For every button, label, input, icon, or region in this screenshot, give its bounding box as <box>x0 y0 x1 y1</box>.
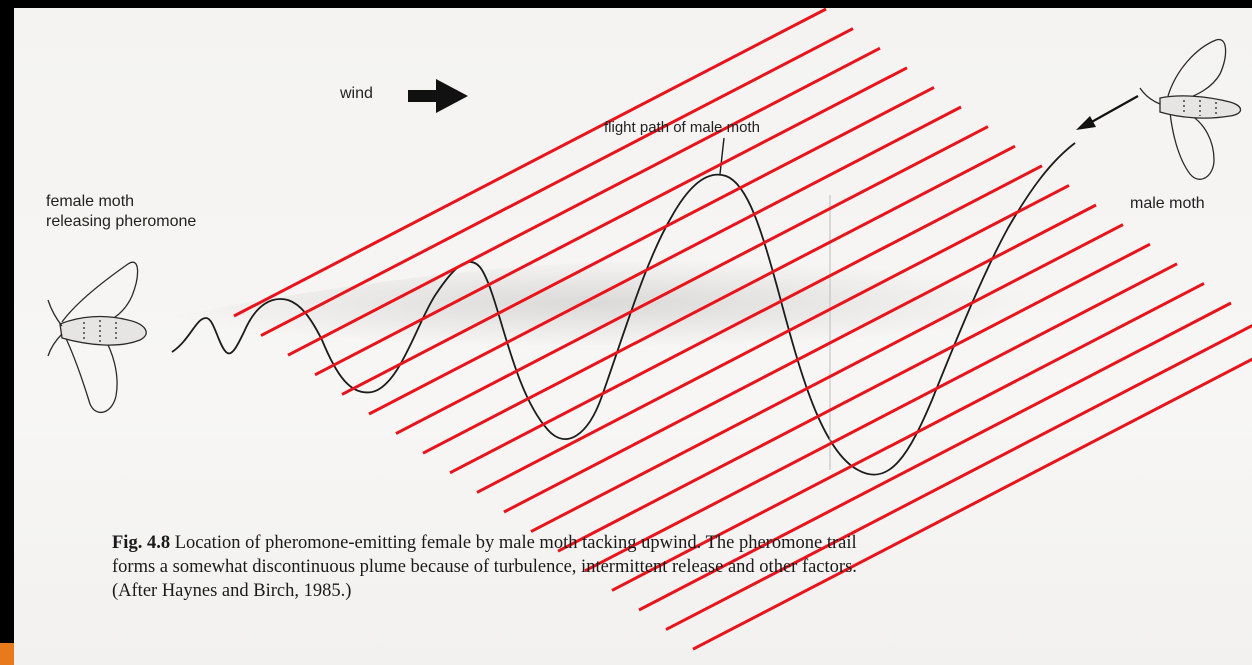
caption-line-2: forms a somewhat discontinuous plume bec… <box>112 557 857 577</box>
female-moth-icon <box>47 261 147 414</box>
red-overlay-line <box>449 164 1043 475</box>
red-overlay-line <box>692 357 1252 651</box>
caption-line-3: (After Haynes and Birch, 1985.) <box>112 581 352 601</box>
wind-label: wind <box>340 85 373 102</box>
red-overlay-line <box>503 203 1097 514</box>
red-overlay-line <box>530 223 1124 533</box>
red-overlay-line <box>584 262 1178 573</box>
flight-path-label: flight path of male moth <box>604 119 760 136</box>
female-moth-label-line1: female moth <box>46 193 135 210</box>
red-overlay-line <box>341 86 935 396</box>
red-overlay-line <box>260 27 854 337</box>
male-moth-icon <box>1139 38 1242 180</box>
red-overlay-line <box>557 242 1151 553</box>
caption-line-1: Fig. 4.8 Location of pheromone-emitting … <box>112 531 1248 555</box>
red-overlay-line <box>287 46 881 357</box>
wind-arrow-icon <box>408 79 468 113</box>
female-moth-label-line2: releasing pheromone <box>46 213 197 230</box>
figure-caption: Fig. 4.8 Location of pheromone-emitting … <box>112 531 1248 603</box>
male-moth-label: male moth <box>1130 195 1205 212</box>
caption-fig-label: Fig. 4.8 <box>112 533 171 553</box>
red-overlay-line <box>395 125 989 435</box>
red-overlay-line <box>476 184 1070 494</box>
red-overlay-line <box>638 301 1232 612</box>
red-overlay-line <box>368 105 962 416</box>
red-overlay-line <box>422 144 1016 455</box>
flight-path-curve <box>171 142 1076 476</box>
red-overlay-lines <box>233 7 1252 651</box>
caption-line-1-text: Location of pheromone-emitting female by… <box>174 533 857 553</box>
red-overlay-line <box>611 282 1205 592</box>
direction-arrow-icon <box>1076 95 1139 130</box>
red-overlay-line <box>314 66 908 377</box>
accent-bar <box>0 643 14 665</box>
red-overlay-line <box>665 324 1252 631</box>
flight-path-leader <box>719 137 725 175</box>
red-overlay-line <box>233 7 827 318</box>
